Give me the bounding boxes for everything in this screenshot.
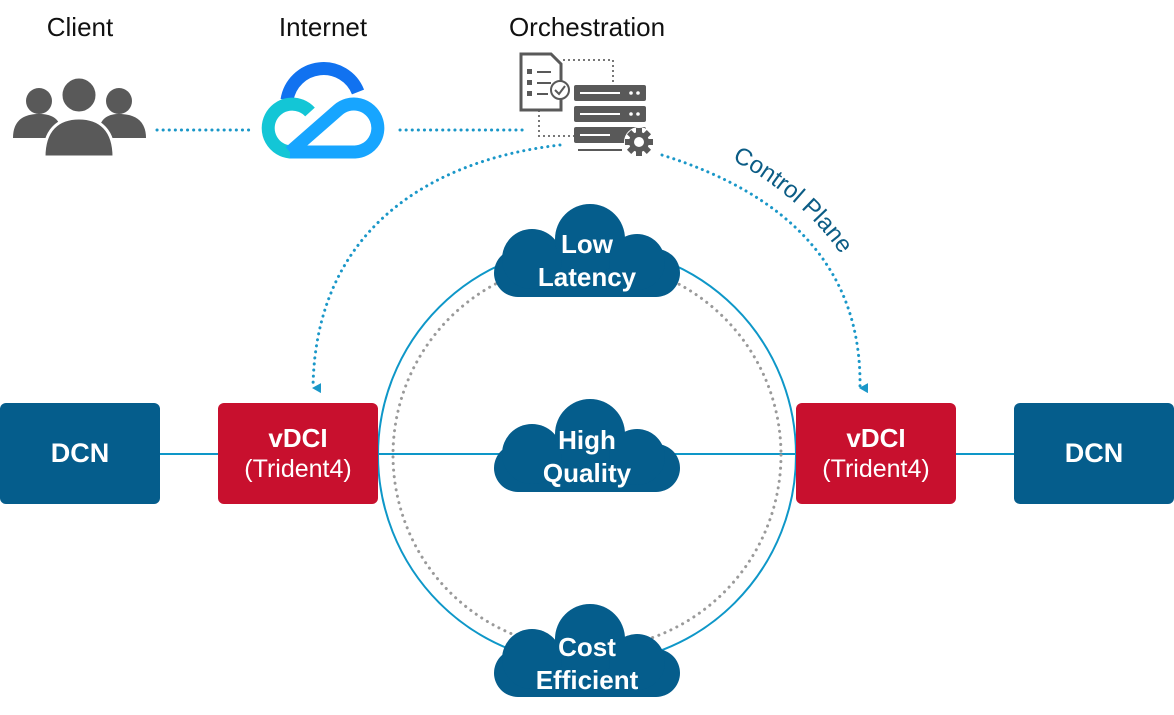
cloud-line1: Cost	[558, 632, 616, 662]
cloud-line2: Efficient	[535, 665, 639, 695]
dcn-box-left[interactable]: DCN	[0, 403, 160, 504]
control-arrow-left	[311, 143, 562, 394]
control-arrow-right	[660, 153, 869, 394]
cloud-label-high-quality: High Quality	[543, 424, 631, 490]
dcn-label: DCN	[50, 438, 110, 468]
users-group-icon	[13, 75, 146, 159]
orchestration-label: Orchestration	[508, 12, 666, 42]
vdci-subtitle: (Trident4)	[244, 455, 352, 483]
vdci-box-right[interactable]: vDCI (Trident4)	[796, 403, 956, 504]
cloud-logo-icon	[261, 62, 385, 159]
vdci-title: vDCI	[846, 423, 906, 453]
cloud-label-cost-efficient: Cost Efficient	[536, 631, 639, 697]
cloud-low-latency	[494, 204, 680, 297]
dcn-label: DCN	[1064, 438, 1124, 468]
internet-label: Internet	[278, 12, 368, 42]
cloud-line1: Low	[560, 229, 613, 259]
vdci-title: vDCI	[268, 423, 328, 453]
cloud-line1: High	[558, 425, 616, 455]
cloud-cost-efficient	[494, 604, 680, 697]
vdci-subtitle: (Trident4)	[822, 455, 930, 483]
servers-gear-document-icon	[519, 52, 654, 157]
cloud-high-quality	[494, 399, 680, 492]
cloud-line2: Quality	[542, 458, 632, 488]
vdci-box-left[interactable]: vDCI (Trident4)	[218, 403, 378, 504]
control-plane-label: Control Plane	[729, 142, 858, 258]
cloud-line2: Latency	[537, 262, 637, 292]
client-label: Client	[46, 12, 114, 42]
dcn-box-right[interactable]: DCN	[1014, 403, 1174, 504]
cloud-label-low-latency: Low Latency	[538, 228, 636, 294]
